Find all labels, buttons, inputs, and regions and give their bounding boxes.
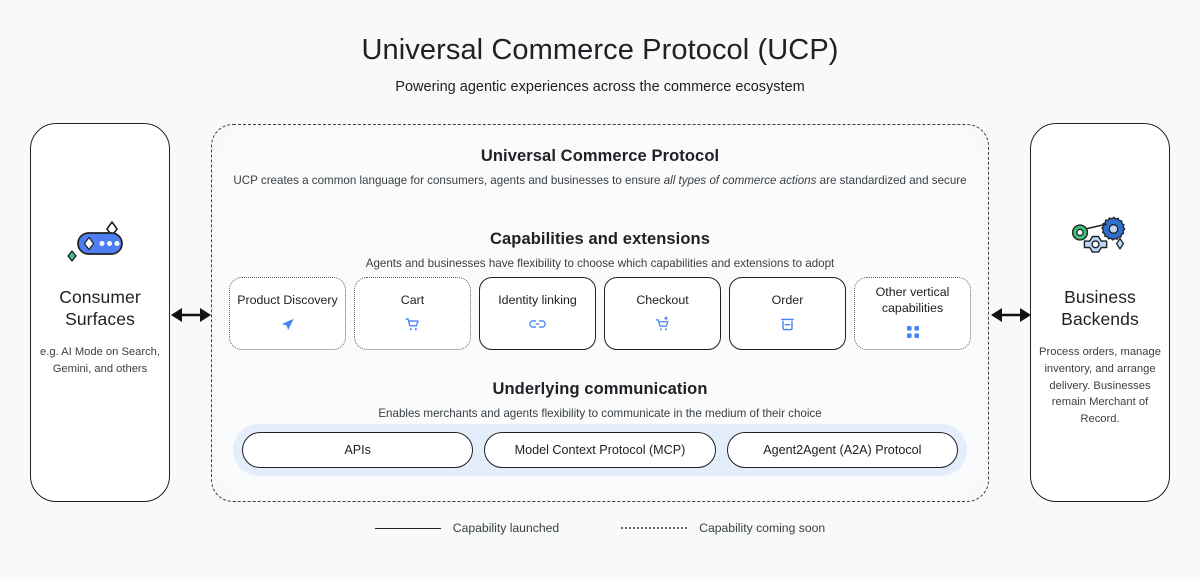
dotted-line-icon — [621, 527, 688, 529]
package-box-icon — [780, 316, 795, 332]
consumer-surfaces-panel[interactable]: Consumer Surfaces e.g. AI Mode on Search… — [30, 123, 170, 502]
legend-label: Capability launched — [452, 521, 560, 535]
communication-title: Underlying communication — [492, 380, 708, 398]
capability-card-checkout[interactable]: Checkout — [604, 277, 721, 350]
bidirectional-arrow-right-icon — [990, 303, 1032, 327]
legend-label: Capability coming soon — [699, 521, 826, 535]
capability-label: Other vertical capabilities — [875, 285, 950, 315]
communication-pill-a2a[interactable]: Agent2Agent (A2A) Protocol — [726, 432, 958, 468]
chat-bubble-sparkle-icon — [64, 212, 136, 274]
communication-rail: APIs Model Context Protocol (MCP) Agent2… — [233, 424, 967, 476]
capability-label: Identity linking — [498, 292, 577, 307]
gears-settings-icon — [1064, 212, 1136, 274]
grid-apps-icon — [906, 324, 920, 340]
communication-heading-block: Underlying communication Enables merchan… — [223, 380, 977, 422]
capability-card-list: Product Discovery Cart Identity linking — [229, 277, 971, 350]
capability-label: Product Discovery — [237, 292, 338, 307]
solid-line-icon — [374, 527, 441, 529]
legend: Capability launched Capability coming so… — [0, 521, 1200, 535]
capabilities-subtitle: Agents and businesses have flexibility t… — [365, 257, 835, 270]
capability-label: Cart — [400, 292, 425, 307]
protocol-heading-block: Universal Commerce Protocol UCP creates … — [223, 147, 977, 189]
business-backends-title: Business Backends — [1061, 287, 1139, 330]
page-header: Universal Commerce Protocol (UCP) Poweri… — [0, 34, 1200, 95]
protocol-outer-boundary — [211, 124, 989, 502]
consumer-surfaces-description: e.g. AI Mode on Search, Gemini, and othe… — [39, 346, 161, 376]
protocol-subtitle-part2: are standardized and secure — [816, 174, 967, 187]
business-backends-description: Process orders, manage inventory, and ar… — [1039, 346, 1161, 425]
capability-card-identity-linking[interactable]: Identity linking — [479, 277, 596, 350]
communication-pill-mcp[interactable]: Model Context Protocol (MCP) — [484, 432, 716, 468]
cart-checkout-icon — [655, 316, 671, 332]
capability-card-order[interactable]: Order — [729, 277, 846, 350]
capabilities-heading-block: Capabilities and extensions Agents and b… — [223, 230, 977, 272]
business-backends-panel[interactable]: Business Backends Process orders, manage… — [1030, 123, 1170, 502]
capabilities-title: Capabilities and extensions — [489, 230, 710, 248]
bidirectional-arrow-left-icon — [170, 303, 212, 327]
send-navigation-icon — [280, 316, 295, 332]
protocol-subtitle: UCP creates a common language for consum… — [223, 173, 977, 189]
capability-card-other-vertical[interactable]: Other vertical capabilities — [854, 277, 971, 350]
protocol-title: Universal Commerce Protocol — [480, 147, 720, 165]
legend-item-launched: Capability launched — [374, 521, 560, 535]
link-chain-icon — [529, 316, 546, 332]
shopping-cart-icon — [405, 316, 420, 332]
protocol-subtitle-emphasis: all types of commerce actions — [663, 174, 817, 187]
consumer-surfaces-title: Consumer Surfaces — [59, 287, 141, 330]
page-subtitle: Powering agentic experiences across the … — [395, 79, 805, 96]
capability-label: Order — [771, 292, 804, 307]
capability-label: Checkout — [636, 292, 689, 307]
capability-card-cart[interactable]: Cart — [354, 277, 471, 350]
communication-subtitle: Enables merchants and agents flexibility… — [378, 407, 822, 420]
capability-card-product-discovery[interactable]: Product Discovery — [229, 277, 346, 350]
protocol-subtitle-part1: UCP creates a common language for consum… — [233, 174, 664, 187]
legend-item-coming-soon: Capability coming soon — [621, 521, 825, 535]
protocol-card: Universal Commerce Protocol UCP creates … — [223, 134, 977, 492]
page-title: Universal Commerce Protocol (UCP) — [361, 34, 839, 66]
communication-pill-apis[interactable]: APIs — [242, 432, 474, 468]
